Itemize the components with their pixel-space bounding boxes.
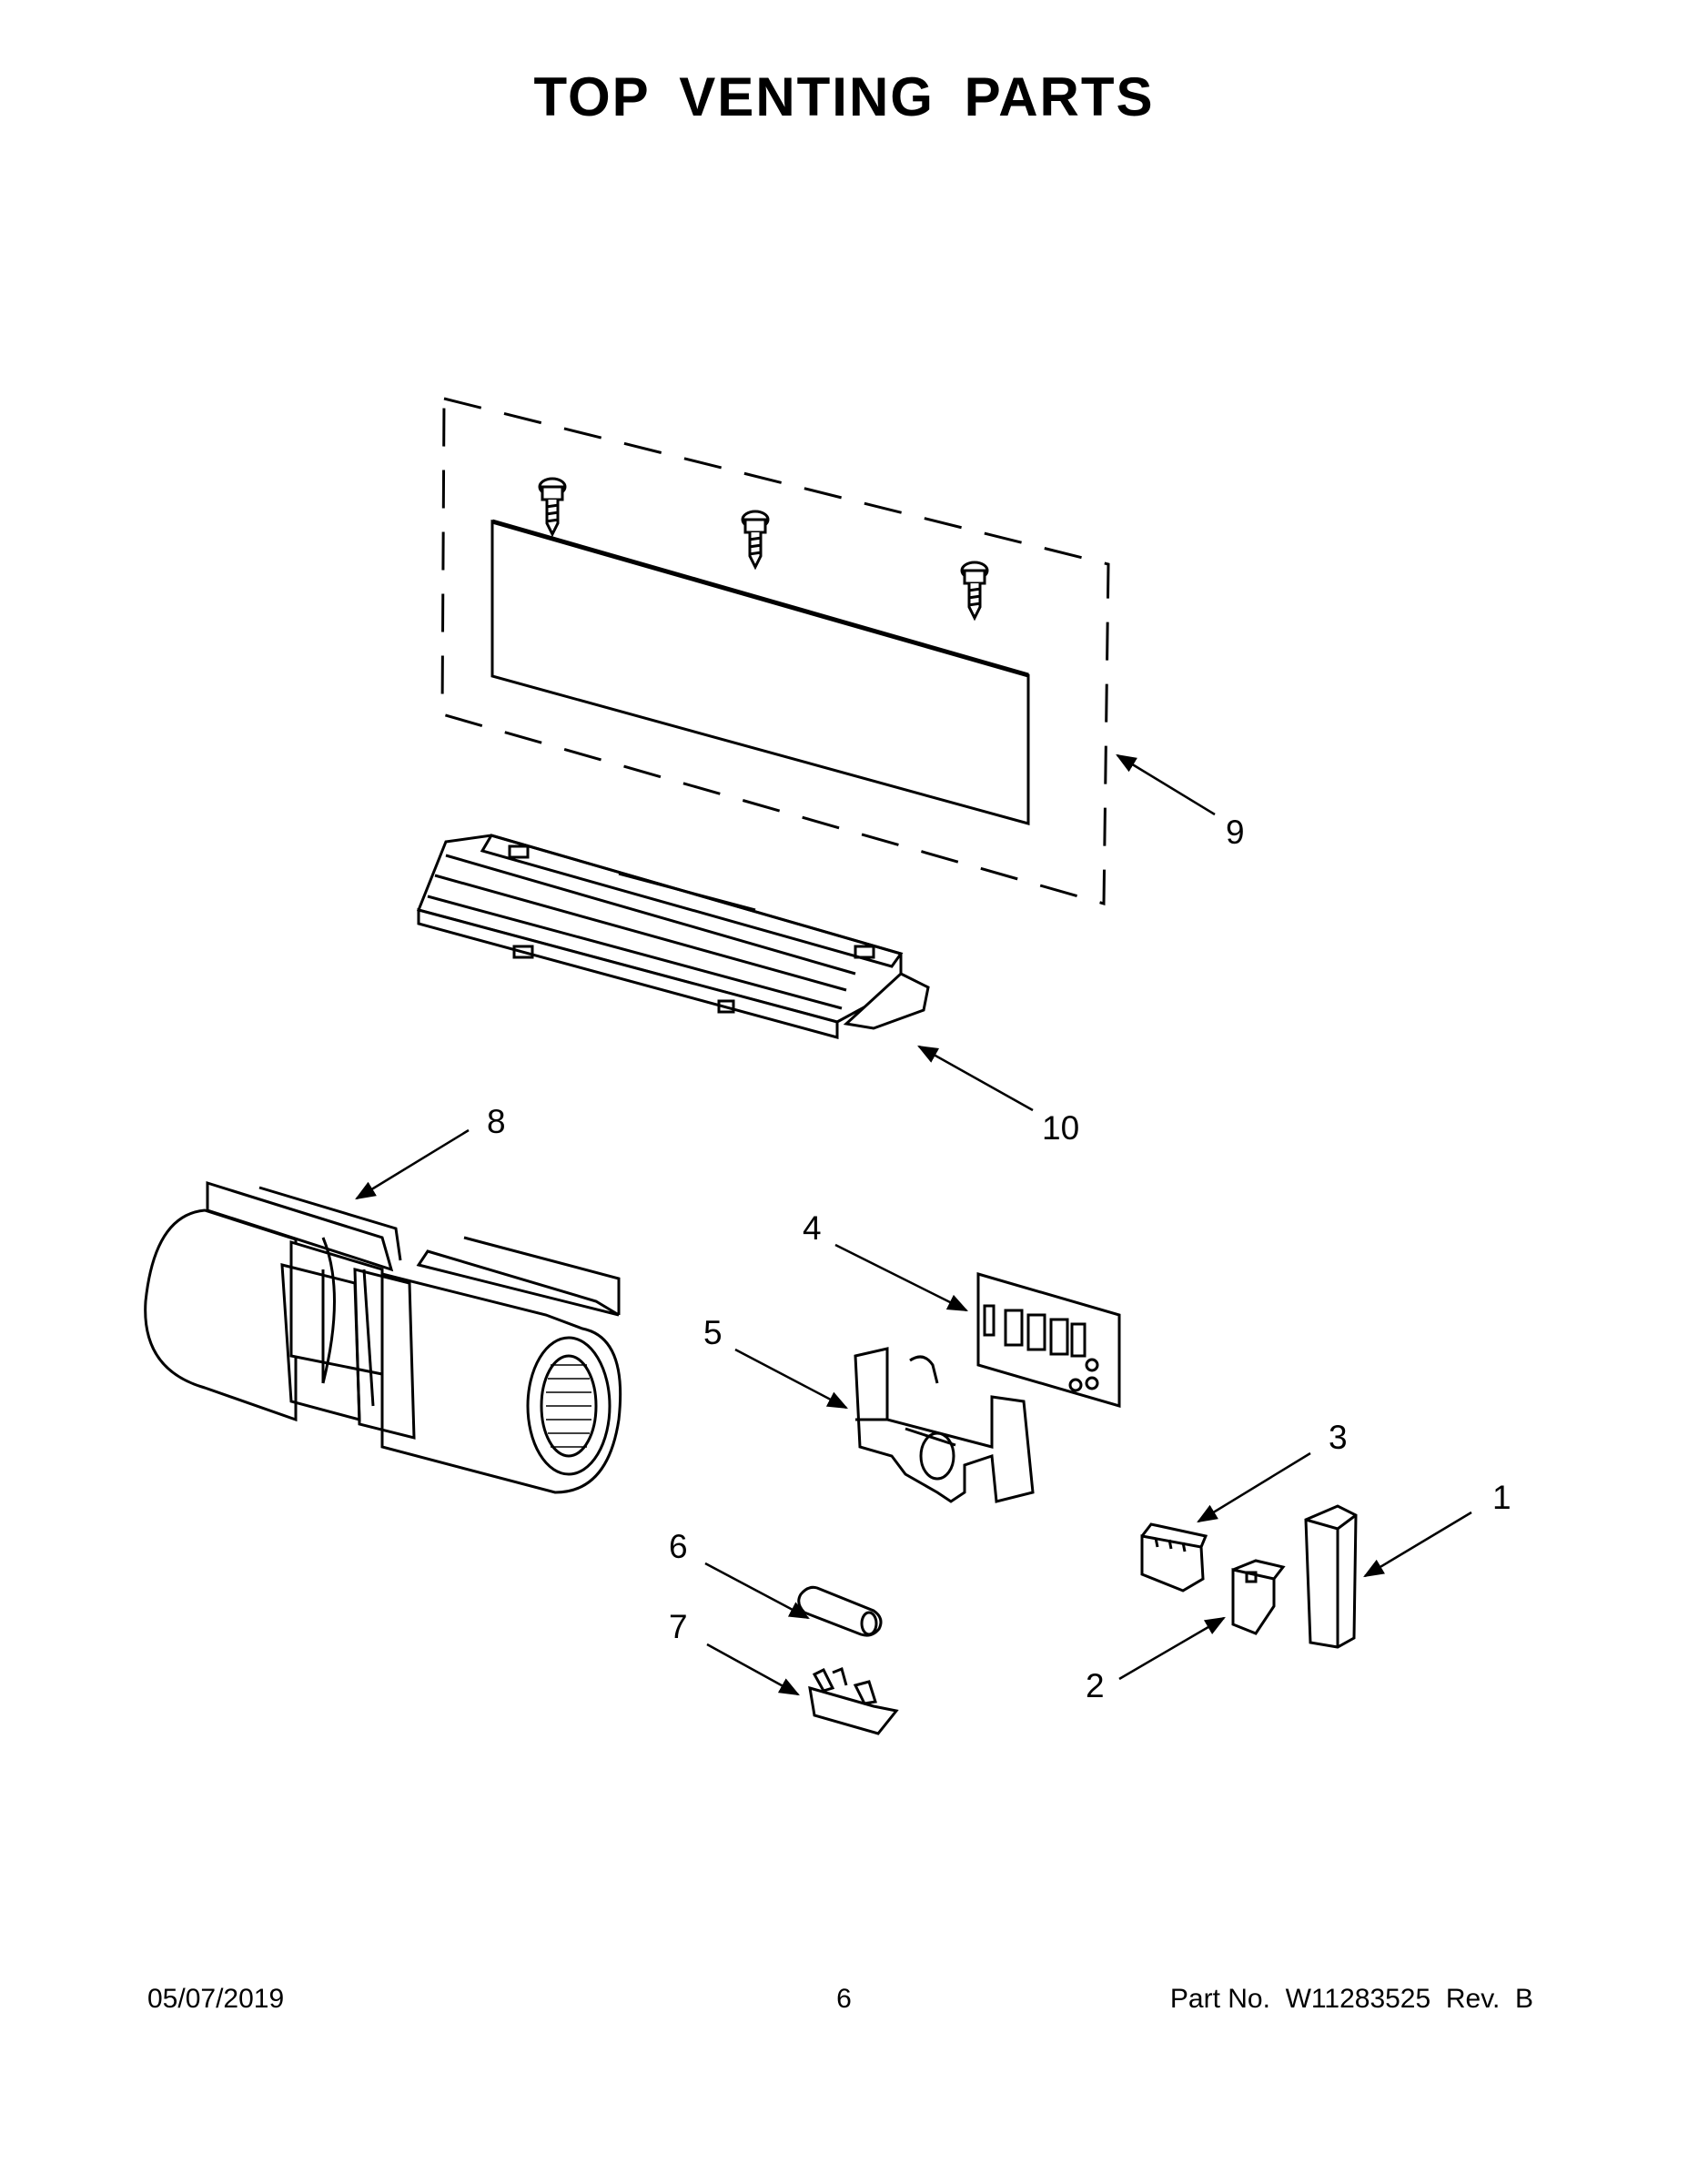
leader-8 [355, 1128, 470, 1200]
callout-labels: 9 10 8 4 5 3 1 6 7 2 [487, 814, 1511, 1704]
leader-2 [1118, 1616, 1226, 1681]
part-1-block [1304, 1504, 1358, 1649]
part-3-connector [1140, 1522, 1208, 1592]
footer-part-number: Part No. W11283525 Rev. B [1169, 1984, 1533, 2014]
part-7-fuse-holder [808, 1666, 899, 1735]
leader-4 [834, 1243, 969, 1312]
screw [741, 510, 770, 571]
part-6-fuse [797, 1585, 883, 1637]
part-2-relay [1231, 1559, 1286, 1635]
screw [960, 561, 989, 622]
screw [538, 477, 567, 538]
part-10-vent-damper-tray [416, 834, 930, 1039]
leader-7 [706, 1643, 800, 1696]
callout-3: 3 [1329, 1419, 1348, 1456]
callout-1: 1 [1492, 1479, 1511, 1516]
leader-lines [355, 753, 1472, 1696]
part-5-bracket-assembly [854, 1347, 1035, 1503]
callout-5: 5 [703, 1314, 723, 1351]
footer-date: 05/07/2019 [147, 1984, 285, 2014]
callout-2: 2 [1086, 1667, 1105, 1704]
callout-8: 8 [487, 1103, 506, 1140]
footer-page-number: 6 [836, 1984, 852, 2014]
leader-10 [917, 1045, 1034, 1112]
leader-3 [1197, 1451, 1311, 1523]
part-4-control-board [976, 1272, 1121, 1408]
leader-1 [1363, 1511, 1472, 1578]
part-8-blower-motor [144, 1180, 622, 1494]
callout-4: 4 [803, 1209, 822, 1247]
dashed-boundary [440, 397, 1110, 905]
callout-7: 7 [669, 1608, 688, 1645]
leader-5 [734, 1348, 848, 1410]
page-title: TOP VENTING PARTS [533, 66, 1155, 127]
leader-9 [1116, 753, 1216, 816]
callout-10: 10 [1042, 1109, 1079, 1147]
leader-6 [704, 1562, 810, 1620]
part-9-vent-cover-assembly [440, 397, 1110, 905]
callout-9: 9 [1226, 814, 1245, 851]
vent-panel [490, 520, 1030, 825]
callout-6: 6 [669, 1528, 688, 1565]
